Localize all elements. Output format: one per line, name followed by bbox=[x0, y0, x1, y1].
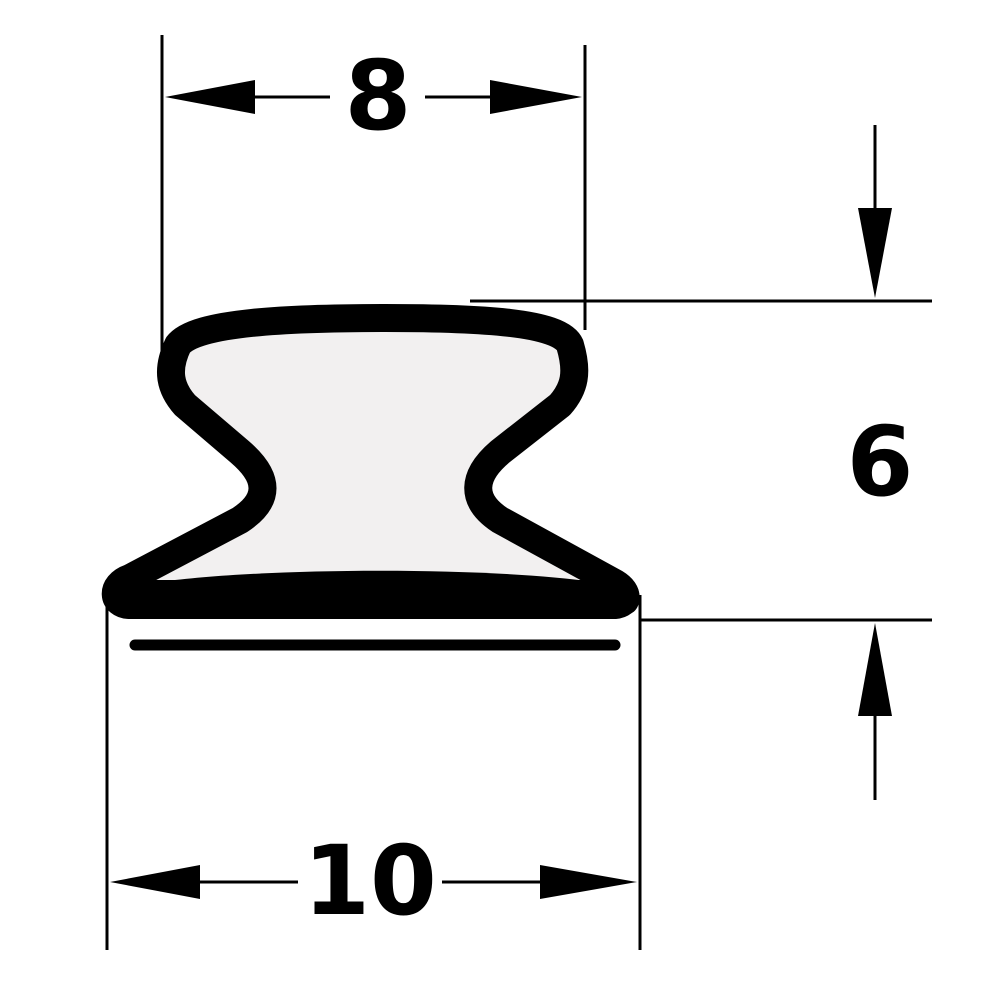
profile-base bbox=[107, 580, 640, 614]
dimension-label-height: 6 bbox=[847, 406, 914, 518]
dimension-label-bottom-width: 10 bbox=[303, 825, 437, 937]
profile-outline bbox=[101, 304, 640, 619]
arrow-left-icon bbox=[110, 865, 200, 899]
dimension-top-width: 8 bbox=[165, 40, 582, 152]
arrow-left-icon bbox=[165, 80, 255, 114]
dimension-bottom-width: 10 bbox=[110, 825, 637, 937]
arrow-right-icon bbox=[490, 80, 582, 114]
arrow-up-icon bbox=[858, 623, 892, 716]
dimension-height: 6 bbox=[847, 125, 914, 800]
profile-base-inner bbox=[160, 570, 595, 582]
seal-profile bbox=[101, 304, 640, 619]
dimension-label-top-width: 8 bbox=[345, 40, 412, 152]
arrow-down-icon bbox=[858, 208, 892, 298]
arrow-right-icon bbox=[540, 865, 637, 899]
